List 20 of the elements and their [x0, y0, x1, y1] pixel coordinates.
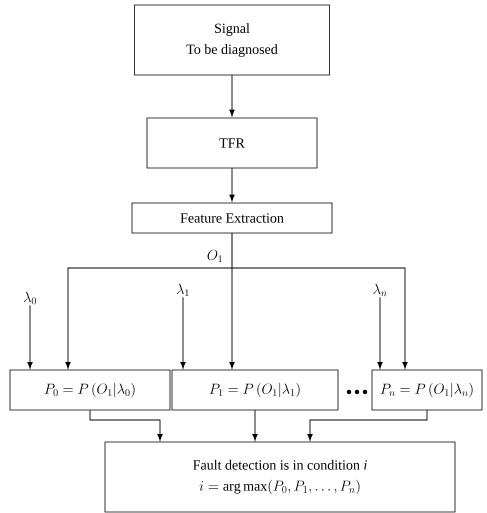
arrow [229, 74, 235, 116]
arrow [90, 410, 163, 441]
probability-box: $P_1 = P\left(O_1\middle|\lambda_1\right)$ [172, 370, 338, 410]
parameter-label: $\lambda_n$ [373, 284, 387, 296]
probability-box: $P_n = P\left(O_1\middle|\lambda_n\right)$ [372, 370, 482, 410]
arrow [27, 304, 33, 369]
arrow [307, 410, 428, 441]
arrow [377, 296, 383, 369]
arrow [180, 296, 186, 369]
probability-box: $P_0 = P\left(O_1\middle|\lambda_0\right)$ [10, 370, 170, 410]
process-box: TFR [146, 118, 318, 168]
bus-label: $O_1$ [208, 250, 222, 262]
result-box: Fault detection is in condition i $i = \arg\max(P_0, P_1, \ldots, P_n)$ [104, 442, 456, 512]
parameter-label: $\lambda_0$ [24, 292, 36, 304]
arrow [252, 410, 258, 441]
process-box: Feature Extraction [132, 202, 332, 234]
arrow [229, 168, 235, 202]
parameter-label: $\lambda_1$ [176, 284, 189, 296]
process-box: Signal To be diagnosed [134, 4, 330, 76]
arrow [232, 232, 408, 369]
